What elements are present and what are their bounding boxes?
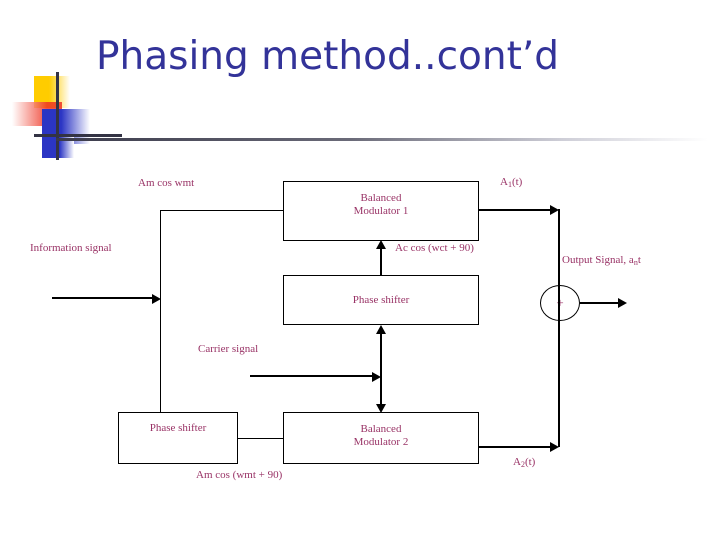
- wire-right-vertical-bus: [558, 209, 560, 447]
- label-output-main: Output Signal, a: [562, 254, 634, 266]
- deco-horizontal-bar: [34, 134, 122, 137]
- box-ps-bottom-line1: Phase shifter: [149, 422, 207, 434]
- arrow-bm2-output: [550, 442, 559, 452]
- arrow-bm1-output: [550, 205, 559, 215]
- label-a2-tail: (t): [524, 456, 536, 468]
- summing-node-plus: +: [556, 295, 564, 310]
- box-bm2-line1: Balanced: [360, 423, 402, 435]
- box-balanced-modulator-2[interactable]: Balanced Modulator 2: [283, 412, 479, 464]
- deco-vertical-bar: [56, 72, 59, 160]
- box-phase-shifter-middle[interactable]: Phase shifter: [283, 275, 479, 325]
- label-output-subscript: n: [633, 258, 638, 267]
- wire-carrier-signal: [250, 375, 372, 377]
- wire-output-signal: [580, 302, 620, 304]
- label-carrier-signal: Carrier signal: [198, 343, 259, 355]
- arrow-carrier-up-to-phase-shifter: [376, 325, 386, 334]
- wire-carrier-vertical: [380, 330, 382, 410]
- label-output-tail: t: [637, 254, 641, 266]
- wire-information-signal: [52, 297, 152, 299]
- wire-phase-shifter-to-bm1: [380, 248, 382, 276]
- label-output-signal: Output Signal, ant: [562, 254, 641, 269]
- label-a2-of-t: A2(t): [513, 456, 535, 471]
- arrow-information-signal: [152, 294, 161, 304]
- box-bm2-line2: Modulator 2: [353, 436, 409, 448]
- label-a2-main: A: [513, 456, 521, 468]
- label-a1-subscript: 1: [507, 180, 512, 189]
- box-phase-shifter-bottom[interactable]: Phase shifter: [118, 412, 238, 464]
- arrow-carrier-signal: [372, 372, 381, 382]
- box-balanced-modulator-1[interactable]: Balanced Modulator 1: [283, 181, 479, 241]
- label-am-cos-wmt-90: Am cos (wmt + 90): [196, 469, 283, 481]
- wire-left-vertical-bus: [160, 210, 161, 413]
- label-am-cos-wmt: Am cos wmt: [138, 177, 195, 189]
- arrow-phase-shifter-to-bm1: [376, 240, 386, 249]
- wire-bm2-output: [479, 446, 550, 448]
- wire-bm1-output: [479, 209, 550, 211]
- wire-phase-shifter-bottom-to-bm2: [238, 438, 284, 439]
- title-divider-rule: [56, 138, 708, 141]
- slide-decoration-graphic: [12, 72, 122, 160]
- label-information-signal: Information signal: [30, 242, 112, 254]
- page-title: Phasing method..cont’d: [96, 34, 560, 79]
- wire-bus-to-bm1: [160, 210, 284, 211]
- arrow-carrier-down-to-bm2: [376, 404, 386, 413]
- box-bm1-line2: Modulator 1: [353, 205, 409, 217]
- label-a1-tail: (t): [511, 176, 523, 188]
- label-ac-cos-wct-90: Ac cos (wct + 90): [395, 242, 474, 254]
- label-a1-main: A: [500, 176, 508, 188]
- arrow-output-signal: [618, 298, 627, 308]
- summing-node[interactable]: +: [540, 285, 580, 321]
- label-a2-subscript: 2: [520, 460, 525, 469]
- box-bm1-line1: Balanced: [360, 192, 402, 204]
- box-ps-mid-line1: Phase shifter: [352, 293, 410, 306]
- label-a1-of-t: A1(t): [500, 176, 522, 191]
